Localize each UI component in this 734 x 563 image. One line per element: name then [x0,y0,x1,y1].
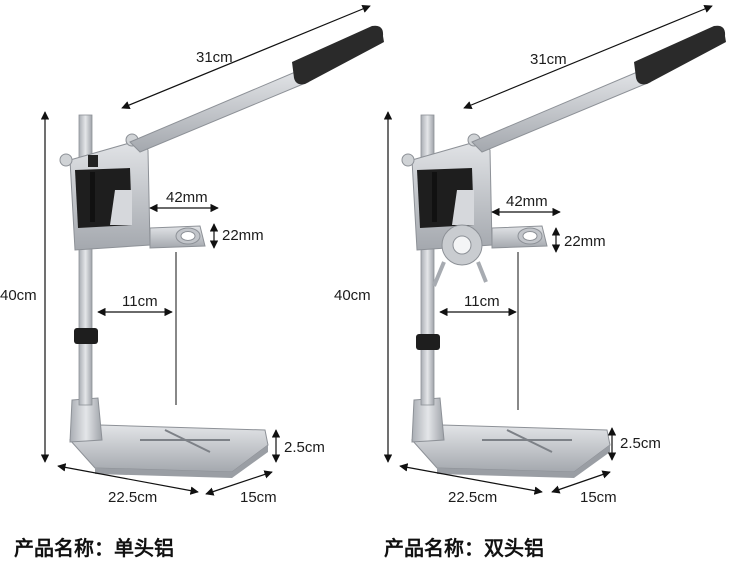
double-height-label: 40cm [334,287,371,304]
double-clamp-diameter-label: 42mm [506,193,548,210]
single-head-dimension-lines [40,4,371,496]
single-clamp-height-label: 22mm [222,227,264,244]
double-base-width-label: 22.5cm [448,489,498,506]
single-height-label: 40cm [0,287,37,304]
double-base-thickness-label: 2.5cm [620,435,661,452]
double-base-depth-label: 15cm [580,489,617,506]
single-base-thickness-label: 2.5cm [284,439,325,456]
double-head-dimension-lines [383,4,713,495]
double-throat-label: 11cm [464,293,500,310]
single-clamp-diameter-label: 42mm [166,189,208,206]
double-product-name: 产品名称：双头铝 [384,536,544,560]
single-handle-length-label: 31cm [196,49,233,66]
single-base-depth-label: 15cm [240,489,277,506]
double-head-stand [401,25,726,478]
single-head-stand [59,25,384,478]
double-clamp-height-label: 22mm [564,233,606,250]
single-product-name: 产品名称：单头铝 [14,536,174,560]
single-base-width-label: 22.5cm [108,489,158,506]
single-throat-label: 11cm [122,293,158,310]
double-handle-length-label: 31cm [530,51,567,68]
